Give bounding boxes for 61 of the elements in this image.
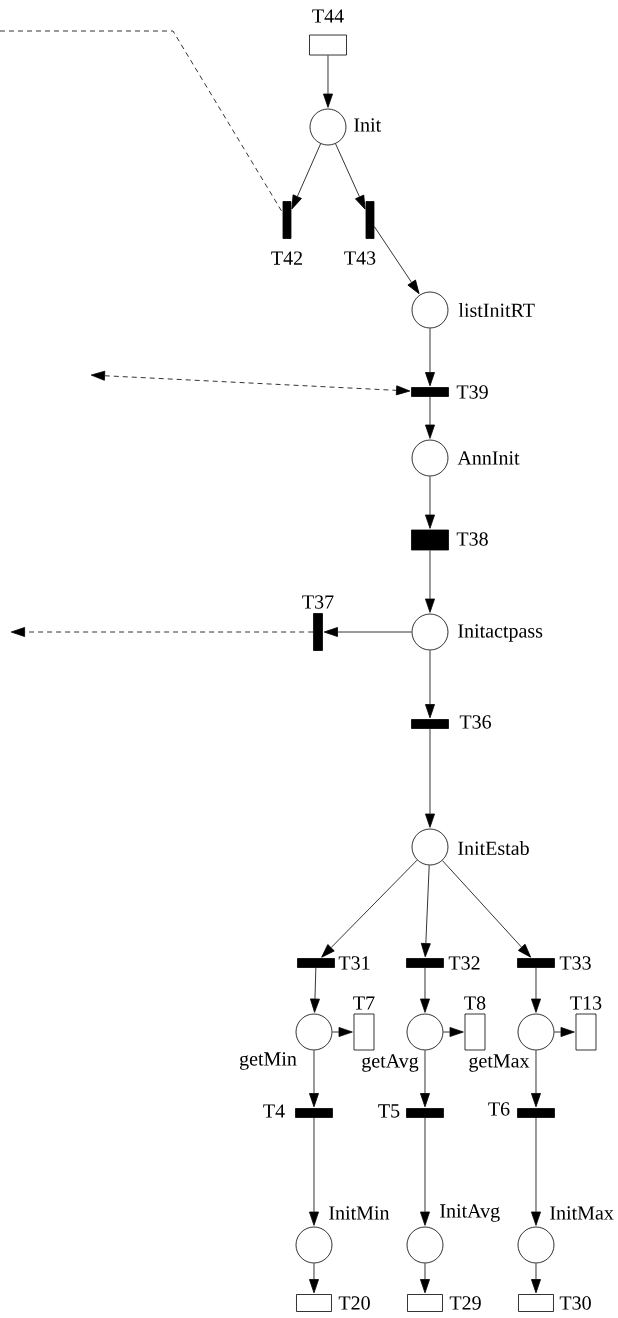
arrow: [310, 967, 320, 1013]
arrow: [291, 143, 321, 210]
node-label: InitAvg: [440, 1204, 500, 1222]
node-label: T43: [344, 251, 376, 265]
node-label: T29: [449, 1296, 481, 1310]
arrow: [425, 328, 435, 387]
node-label: Initactpass: [458, 624, 543, 642]
node-label: T36: [459, 715, 492, 729]
arrow: [425, 396, 435, 439]
node-label: InitMin: [329, 1206, 390, 1220]
arrow: [425, 728, 435, 828]
arrow: [321, 859, 418, 958]
node-label: InitEstab: [458, 840, 529, 856]
arrow: [531, 967, 541, 1013]
arrow: [425, 650, 435, 719]
node-label: T6: [488, 1102, 510, 1116]
node-label: T44: [312, 9, 344, 23]
node-label: T42: [271, 251, 302, 265]
node-label: Init: [354, 118, 382, 132]
node-label: T7: [353, 996, 375, 1010]
arrow: [420, 1117, 430, 1226]
arrow: [425, 550, 435, 613]
node-label: T33: [559, 956, 591, 970]
arrow: [323, 55, 333, 108]
arrow: [309, 1263, 319, 1294]
arrow: [420, 865, 431, 958]
arrow: [90, 370, 411, 396]
node-label: T30: [559, 1296, 591, 1310]
arrow: [323, 627, 412, 637]
arrow: [531, 1263, 541, 1294]
node-label: T39: [456, 385, 488, 399]
node-label: T4: [263, 1104, 285, 1118]
node-label: T8: [464, 996, 486, 1010]
node-label: T38: [456, 532, 488, 546]
node-label: T13: [570, 996, 602, 1010]
arrow: [531, 1117, 541, 1226]
node-label: getMax: [469, 1054, 530, 1072]
arrow: [420, 1050, 430, 1108]
arrow: [332, 1027, 353, 1037]
node-label: getMin: [239, 1052, 297, 1070]
arrow: [554, 1027, 575, 1037]
node-label: InitMax: [550, 1206, 614, 1220]
arrow: [420, 1263, 430, 1294]
node-label: T31: [338, 956, 370, 970]
arrow: [425, 476, 435, 529]
node-label: listInitRT: [458, 303, 535, 318]
node-label: AnnInit: [457, 451, 520, 465]
arrow: [531, 1050, 541, 1108]
arrow: [309, 1117, 319, 1226]
node-label: T32: [448, 956, 480, 970]
node-label: T20: [338, 1296, 370, 1310]
node-label: getAvg: [362, 1054, 419, 1072]
node-label: T5: [378, 1104, 400, 1118]
arrow: [442, 860, 532, 958]
arrow: [420, 967, 430, 1013]
arrow: [309, 1050, 319, 1108]
arrow: [374, 226, 420, 295]
arrow: [10, 627, 314, 637]
arrow: [335, 143, 366, 210]
node-label: T37: [302, 595, 334, 609]
arrow: [443, 1027, 464, 1037]
